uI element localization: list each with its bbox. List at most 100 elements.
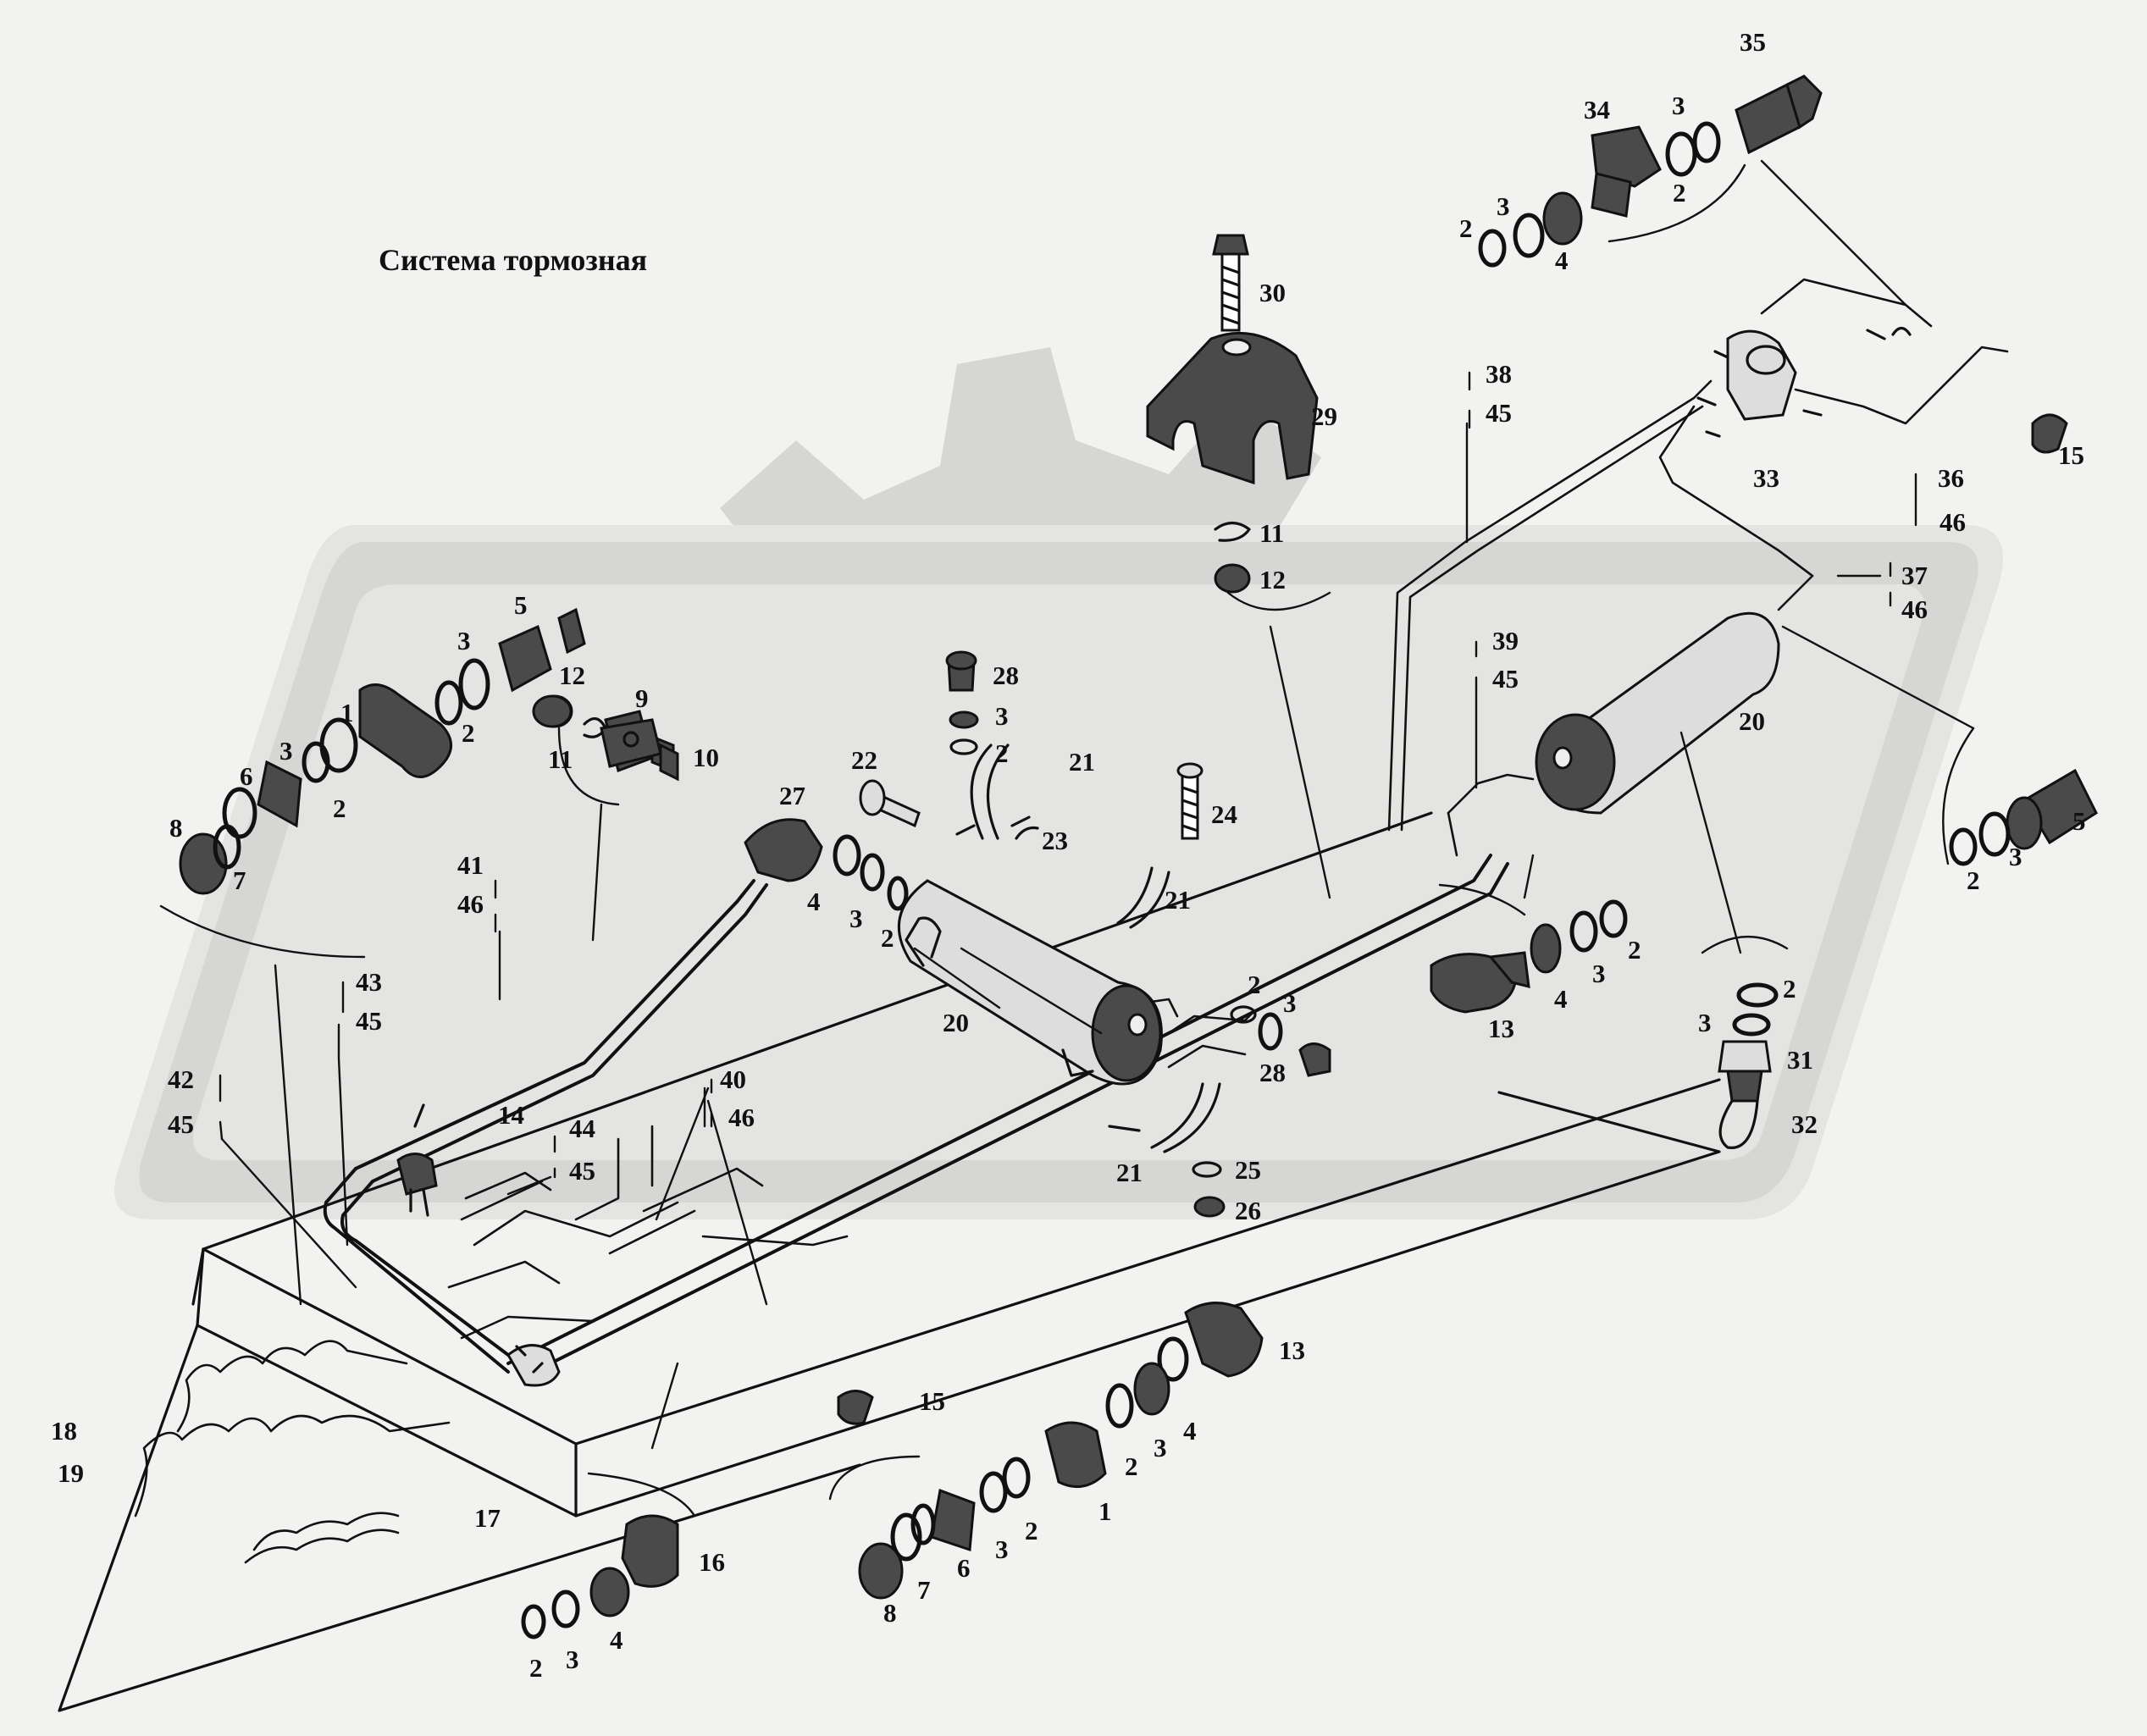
callout-12: 12 bbox=[1259, 565, 1286, 594]
callout-46: 46 bbox=[1939, 507, 1966, 537]
callout-32: 32 bbox=[1791, 1109, 1818, 1139]
callout-46: 46 bbox=[728, 1103, 755, 1132]
diagram-title: Система тормозная bbox=[379, 243, 647, 277]
callout-17: 17 bbox=[474, 1503, 501, 1533]
callout-34: 34 bbox=[1584, 95, 1610, 124]
callout-3: 3 bbox=[566, 1645, 579, 1674]
callout-5: 5 bbox=[2072, 806, 2086, 836]
callout-28: 28 bbox=[993, 661, 1019, 690]
washer-nut-center bbox=[1214, 521, 1251, 594]
callout-45: 45 bbox=[356, 1006, 382, 1036]
callout-8: 8 bbox=[169, 813, 183, 843]
receiver-tanks bbox=[897, 611, 1780, 1086]
watermark bbox=[114, 347, 2003, 1219]
callout-3: 3 bbox=[1283, 988, 1297, 1018]
callout-labels: 35 34 3 2 2 3 4 30 29 38 45 33 15 36 46 … bbox=[51, 27, 2086, 1683]
receiver-cap-right bbox=[1535, 713, 1616, 811]
receiver-port-left bbox=[1127, 1013, 1148, 1037]
callout-2: 2 bbox=[1628, 935, 1641, 965]
callout-7: 7 bbox=[233, 865, 246, 895]
callout-33: 33 bbox=[1753, 463, 1779, 493]
callout-2: 2 bbox=[1967, 865, 1980, 895]
callout-4: 4 bbox=[610, 1625, 623, 1655]
fittings bbox=[179, 75, 2098, 1639]
callout-2: 2 bbox=[1783, 974, 1796, 1003]
callout-45: 45 bbox=[168, 1109, 194, 1139]
callout-3: 3 bbox=[1154, 1433, 1167, 1462]
callout-43: 43 bbox=[356, 967, 382, 997]
callout-2: 2 bbox=[1459, 213, 1473, 243]
callout-2: 2 bbox=[881, 923, 894, 953]
callout-5: 5 bbox=[514, 590, 528, 620]
mount-bracket bbox=[1146, 234, 1319, 485]
callout-26: 26 bbox=[1235, 1196, 1261, 1225]
callout-3: 3 bbox=[995, 701, 1009, 731]
callout-45: 45 bbox=[1486, 398, 1512, 428]
callout-19: 19 bbox=[58, 1458, 84, 1488]
callout-31: 31 bbox=[1787, 1045, 1813, 1075]
callout-20: 20 bbox=[1739, 706, 1765, 736]
callout-3: 3 bbox=[2009, 842, 2022, 871]
callout-45: 45 bbox=[569, 1156, 595, 1186]
callout-36: 36 bbox=[1938, 463, 1964, 493]
callout-4: 4 bbox=[1183, 1416, 1197, 1446]
receiver-cap-left bbox=[1091, 984, 1162, 1082]
callout-14: 14 bbox=[498, 1100, 524, 1130]
callout-16: 16 bbox=[699, 1547, 725, 1577]
callout-10: 10 bbox=[693, 743, 719, 772]
callout-40: 40 bbox=[720, 1064, 746, 1094]
callout-4: 4 bbox=[1555, 246, 1569, 275]
callout-2: 2 bbox=[1025, 1516, 1038, 1545]
callout-38: 38 bbox=[1486, 359, 1512, 389]
callout-15: 15 bbox=[2058, 440, 2084, 470]
callout-1: 1 bbox=[1098, 1496, 1112, 1526]
callout-2: 2 bbox=[1673, 178, 1686, 207]
callout-21: 21 bbox=[1069, 747, 1095, 777]
callout-3: 3 bbox=[1698, 1008, 1712, 1037]
callout-2: 2 bbox=[995, 738, 1009, 768]
callout-6: 6 bbox=[240, 761, 253, 791]
callout-24: 24 bbox=[1211, 799, 1237, 829]
callout-11: 11 bbox=[1259, 518, 1284, 548]
callout-3: 3 bbox=[1672, 91, 1685, 120]
leader-ticks bbox=[219, 371, 1917, 1306]
callout-8: 8 bbox=[883, 1598, 897, 1628]
callout-2: 2 bbox=[462, 718, 475, 748]
callout-39: 39 bbox=[1492, 626, 1519, 655]
receiver-port-right bbox=[1552, 746, 1573, 770]
bracket-hole bbox=[1221, 338, 1252, 357]
callout-3: 3 bbox=[279, 736, 293, 766]
callout-15: 15 bbox=[919, 1386, 945, 1416]
callout-2: 2 bbox=[1125, 1451, 1138, 1481]
callout-27: 27 bbox=[779, 781, 805, 810]
callout-41: 41 bbox=[457, 850, 484, 880]
callout-2: 2 bbox=[1248, 970, 1261, 999]
callout-6: 6 bbox=[957, 1553, 971, 1583]
callout-25: 25 bbox=[1235, 1155, 1261, 1185]
callout-35: 35 bbox=[1740, 27, 1766, 57]
callout-1: 1 bbox=[340, 698, 354, 727]
callout-28: 28 bbox=[1259, 1058, 1286, 1087]
callout-29: 29 bbox=[1311, 401, 1337, 431]
callout-13: 13 bbox=[1279, 1335, 1305, 1365]
callout-13: 13 bbox=[1488, 1014, 1514, 1043]
callout-18: 18 bbox=[51, 1416, 77, 1446]
callout-46: 46 bbox=[457, 889, 484, 919]
callout-23: 23 bbox=[1042, 826, 1068, 855]
callout-21: 21 bbox=[1165, 885, 1191, 915]
callout-3: 3 bbox=[849, 904, 863, 933]
callout-9: 9 bbox=[635, 683, 649, 713]
grouping-arcs bbox=[159, 159, 1975, 1518]
callout-22: 22 bbox=[851, 745, 877, 775]
callout-37: 37 bbox=[1901, 561, 1928, 590]
callout-4: 4 bbox=[1554, 984, 1568, 1014]
callout-30: 30 bbox=[1259, 278, 1286, 307]
callout-44: 44 bbox=[569, 1114, 595, 1143]
callout-3: 3 bbox=[1497, 191, 1510, 221]
callout-3: 3 bbox=[457, 626, 471, 655]
callout-20: 20 bbox=[943, 1008, 969, 1037]
callout-21: 21 bbox=[1116, 1158, 1143, 1187]
callout-3: 3 bbox=[1592, 959, 1606, 988]
clamps bbox=[955, 744, 1221, 1153]
